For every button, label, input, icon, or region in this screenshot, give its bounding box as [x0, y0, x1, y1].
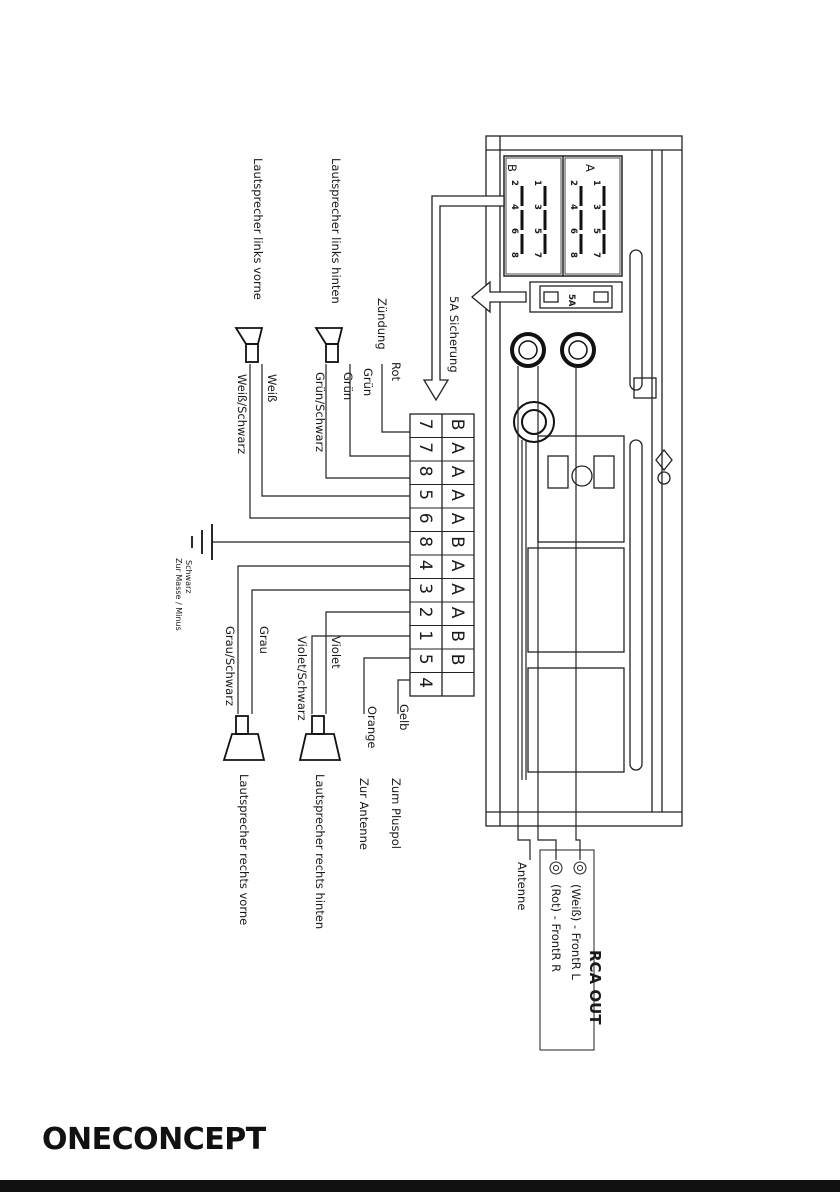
- label-fuse-rating: 5A: [566, 294, 576, 307]
- fuse: [529, 281, 623, 313]
- footer-bar: [0, 1180, 840, 1192]
- connector-pin-number: 7: [532, 252, 542, 258]
- connector-pin-number: 2: [568, 180, 578, 186]
- label-rot: Rot: [389, 362, 403, 382]
- pin-number: 5: [415, 654, 435, 665]
- brand-logo: ONECONCEPT: [42, 1122, 266, 1157]
- pin-number: 6: [415, 513, 435, 524]
- connector-pin-number: 6: [509, 228, 519, 234]
- pin-number: 5: [415, 489, 435, 500]
- pin-letter: A: [447, 560, 467, 572]
- connector-pin-number: 7: [591, 252, 601, 258]
- label-schwarz: Schwarz: [184, 560, 193, 593]
- label-rca-out: RCA OUT: [586, 950, 604, 1025]
- connector-pin-numbers: 2 4 6 8 1 3 5 7 2 4 6 8 1 3 5 7: [509, 180, 601, 258]
- pin-number: 1: [415, 630, 435, 641]
- pin-letter: A: [447, 466, 467, 478]
- speaker-icon: [222, 327, 344, 761]
- pin-number: 3: [415, 583, 435, 594]
- connector-pin-number: 5: [532, 228, 542, 234]
- label-speaker-right-rear: Lautsprecher rechts hinten: [313, 774, 327, 929]
- pin-letter: A: [447, 583, 467, 595]
- label-rca-right: (Rot) - FrontR R: [549, 884, 563, 972]
- connector-pin-number: 2: [509, 180, 519, 186]
- pin-letter: A: [447, 607, 467, 619]
- connector-pin-number: 3: [591, 204, 601, 210]
- connector-pin-number: 5: [591, 228, 601, 234]
- label-grau-schwarz: Grau/Schwarz: [223, 626, 237, 706]
- connector-pin-number: 1: [532, 180, 542, 186]
- label-speaker-left-front: Lautsprecher links vorne: [251, 158, 265, 300]
- rca-jacks: [510, 332, 596, 443]
- pin-letter: A: [447, 489, 467, 501]
- labels: Lautsprecher links vorne Lautsprecher li…: [174, 158, 604, 1025]
- connector-pin-number: 4: [509, 204, 519, 210]
- pin-letter: A: [447, 513, 467, 525]
- label-antenne: Antenne: [515, 862, 529, 910]
- connector-pin-number: 6: [568, 228, 578, 234]
- connector-pin-number: 8: [568, 252, 578, 258]
- label-connector-a: A: [583, 164, 597, 172]
- pin-letter: B: [447, 419, 467, 431]
- label-speaker-right-front: Lautsprecher rechts vorne: [237, 774, 251, 925]
- label-grau: Grau: [257, 626, 271, 654]
- label-weiss: Weiß: [265, 374, 279, 402]
- connector-pin-number: 3: [532, 204, 542, 210]
- label-zur-antenne: Zur Antenne: [357, 778, 371, 850]
- pin-number: 8: [415, 536, 435, 547]
- ground-symbol: [191, 524, 213, 560]
- label-gruen: Grün: [341, 372, 355, 400]
- label-fuse: 5A Sicherung: [447, 296, 461, 373]
- iso-connector: [503, 155, 623, 277]
- label-orange: Orange: [365, 706, 379, 749]
- connector-pin-number: 8: [509, 252, 519, 258]
- label-connector-b: B: [505, 164, 519, 172]
- pin-number: 7: [415, 442, 435, 453]
- label-zum-pluspol: Zum Pluspol: [389, 778, 403, 849]
- head-unit: [485, 135, 683, 827]
- pin-number: 7: [415, 419, 435, 430]
- pin-number: 2: [415, 607, 435, 618]
- label-violet: Violet: [329, 636, 343, 669]
- pin-letter: B: [447, 654, 467, 666]
- fuse-arrow: [422, 195, 527, 402]
- pin-number: 4: [415, 677, 435, 688]
- speaker-wires: [212, 364, 410, 714]
- label-ignition: Zündung: [375, 298, 389, 350]
- pin-number: 8: [415, 466, 435, 477]
- label-gelb: Gelb: [397, 704, 411, 730]
- rca-out-box: [539, 849, 595, 1051]
- label-weiss-schwarz: Weiß/Schwarz: [235, 374, 249, 454]
- connector-pin-number: 1: [591, 180, 601, 186]
- label-gruen-schwarz: Grün/Schwarz: [313, 372, 327, 452]
- connector-pin-number: 4: [568, 204, 578, 210]
- label-gruen-top: Grün: [361, 368, 375, 396]
- label-rca-left: (Weiß) - FrontR L: [569, 884, 583, 980]
- pin-letter: B: [447, 630, 467, 642]
- pin-letter: A: [447, 442, 467, 454]
- label-violet-schwarz: Violet/Schwarz: [295, 636, 309, 721]
- label-speaker-left-rear: Lautsprecher links hinten: [329, 158, 343, 304]
- pin-number: 4: [415, 560, 435, 571]
- pin-letter: B: [447, 536, 467, 548]
- label-ground: Zur Masse / Minus: [174, 558, 183, 631]
